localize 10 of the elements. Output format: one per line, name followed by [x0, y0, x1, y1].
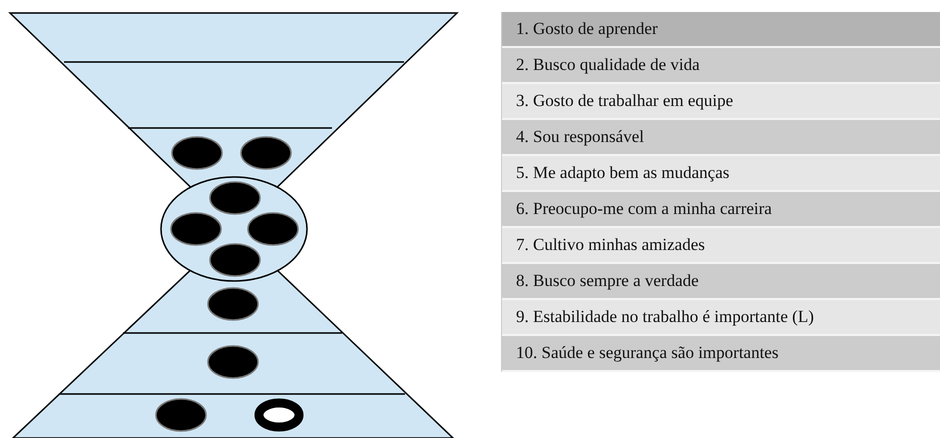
list-item: 3. Gosto de trabalhar em equipe [502, 84, 940, 120]
list-item: 10. Saúde e segurança são importantes [502, 336, 940, 372]
list-item: 1. Gosto de aprender [502, 12, 940, 48]
list-item: 6. Preocupo-me com a minha carreira [502, 192, 940, 228]
list-item: 9. Estabilidade no trabalho é importante (L) [502, 300, 940, 336]
list-item: 7. Cultivo minhas amizades [502, 228, 940, 264]
list-item: 8. Busco sempre a verdade [502, 264, 940, 300]
list-item: 4. Sou responsável [502, 120, 940, 156]
list-item: 2. Busco qualidade de vida [502, 48, 940, 84]
list-item: 5. Me adapto bem as mudanças [502, 156, 940, 192]
